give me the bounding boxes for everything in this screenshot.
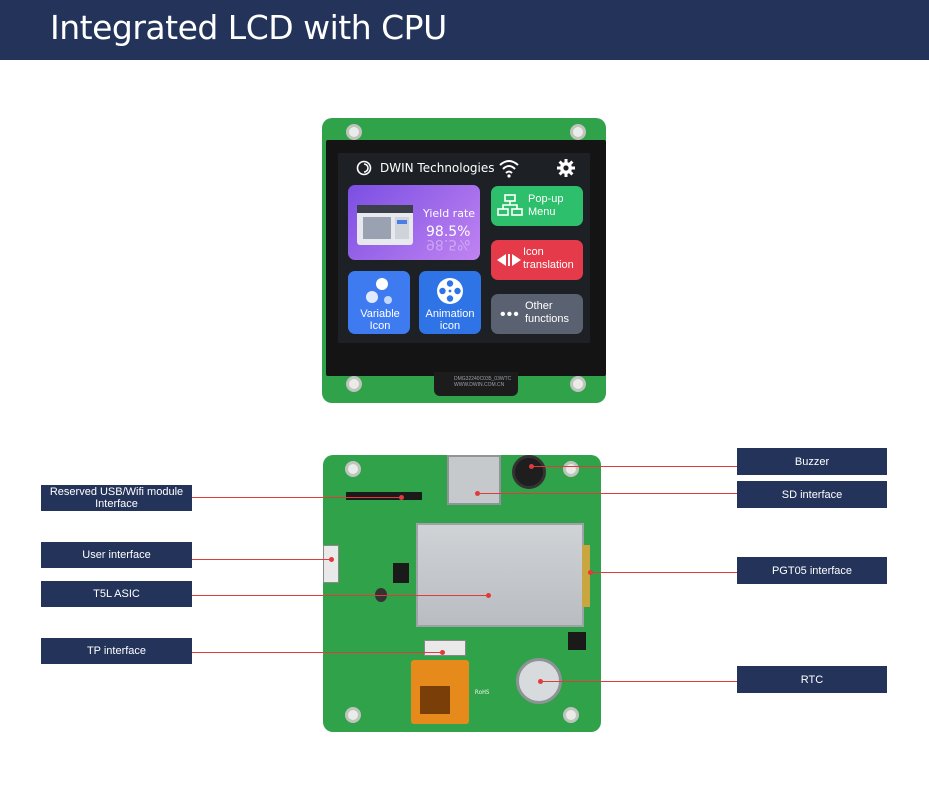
leader-buzzer <box>531 466 737 467</box>
leader-sd <box>477 493 737 494</box>
callout-usb-wifi: Reserved USB/Wifi module Interface <box>41 485 192 511</box>
leader-t5l <box>192 595 488 596</box>
other-functions-tile[interactable] <box>491 294 583 334</box>
inductor <box>393 563 409 583</box>
callout-rtc: RTC <box>737 666 887 693</box>
bubbles-icon <box>366 278 392 304</box>
mount-hole <box>563 707 579 723</box>
callout-sd-interface: SD interface <box>737 481 887 508</box>
animation-icon-label: Animation icon <box>419 308 481 332</box>
popup-line2: Menu <box>528 206 556 218</box>
yield-label: Yield rate <box>423 207 476 220</box>
header-banner: Integrated LCD with CPU <box>0 0 929 60</box>
mount-hole <box>570 124 586 140</box>
leader-usb <box>192 497 402 498</box>
buzzer-component <box>512 455 546 489</box>
mount-hole <box>346 124 362 140</box>
page-title: Integrated LCD with CPU <box>50 8 447 47</box>
anim-line1: Animation <box>425 308 475 320</box>
usb-wifi-pads <box>346 492 422 500</box>
hierarchy-icon <box>497 194 523 216</box>
callout-user-interface: User interface <box>41 542 192 568</box>
fpc-chip <box>420 686 450 714</box>
leader-dot <box>329 557 334 562</box>
wifi-icon <box>499 160 519 178</box>
more-dots-icon: ••• <box>500 306 520 323</box>
variable-icon-label: Variable Icon <box>350 308 410 332</box>
icon-translation-label: Icon translation <box>523 246 574 272</box>
pgt05-header <box>582 545 590 607</box>
leader-dot <box>475 491 480 496</box>
callout-pgt05-interface: PGT05 interface <box>737 557 887 584</box>
flex-label: DMG32240C035_03WTC WWW.DWIN.COM.CN <box>454 376 512 388</box>
other-line2: functions <box>525 313 570 325</box>
mount-hole <box>563 461 579 477</box>
leader-dot <box>529 464 534 469</box>
cnc-machine-icon <box>357 205 413 245</box>
sd-card-slot <box>447 455 501 505</box>
mount-hole <box>570 376 586 392</box>
leader-dot <box>538 679 543 684</box>
left-right-arrows-icon <box>497 254 521 266</box>
callout-usb-line1: Reserved USB/Wifi module <box>49 486 184 498</box>
rohs-mark: RoHS <box>475 689 490 696</box>
flex-cable <box>434 372 518 396</box>
mount-hole <box>345 707 361 723</box>
film-reel-icon <box>437 278 463 304</box>
yield-value: 98.5% <box>426 224 471 240</box>
leader-dot <box>588 570 593 575</box>
callout-t5l-asic: T5L ASIC <box>41 581 192 607</box>
leader-dot <box>486 593 491 598</box>
other-line1: Other <box>525 300 553 312</box>
mount-hole <box>346 376 362 392</box>
dwin-logo-icon <box>356 160 372 176</box>
leader-tp <box>192 652 442 653</box>
icon-line1: Icon <box>523 246 544 258</box>
tp-connector <box>424 640 466 656</box>
icon-translation-tile[interactable] <box>491 240 583 280</box>
brand-title: DWIN Technologies <box>380 161 495 175</box>
var-line2: Icon <box>369 320 391 332</box>
yield-value-reflection: 98.5% <box>426 236 471 252</box>
callout-tp-interface: TP interface <box>41 638 192 664</box>
t5l-asic-shield <box>416 523 584 627</box>
gear-icon[interactable] <box>556 158 576 178</box>
popup-menu-label: Pop-up Menu <box>528 193 563 219</box>
popup-menu-tile[interactable] <box>491 186 583 226</box>
callout-usb-line2: Interface <box>95 498 138 510</box>
leader-rtc <box>540 681 737 682</box>
leader-dot <box>440 650 445 655</box>
user-interface-connector <box>323 545 339 583</box>
mount-hole <box>345 461 361 477</box>
other-functions-label: Other functions <box>525 300 569 326</box>
leader-user <box>192 559 332 560</box>
leader-pgt05 <box>590 572 737 573</box>
inductor <box>568 632 586 650</box>
var-line1: Variable <box>360 308 400 320</box>
leader-dot <box>399 495 404 500</box>
callout-buzzer: Buzzer <box>737 448 887 475</box>
popup-line1: Pop-up <box>528 193 564 205</box>
icon-line2: translation <box>523 259 574 271</box>
anim-line2: icon <box>439 320 461 332</box>
